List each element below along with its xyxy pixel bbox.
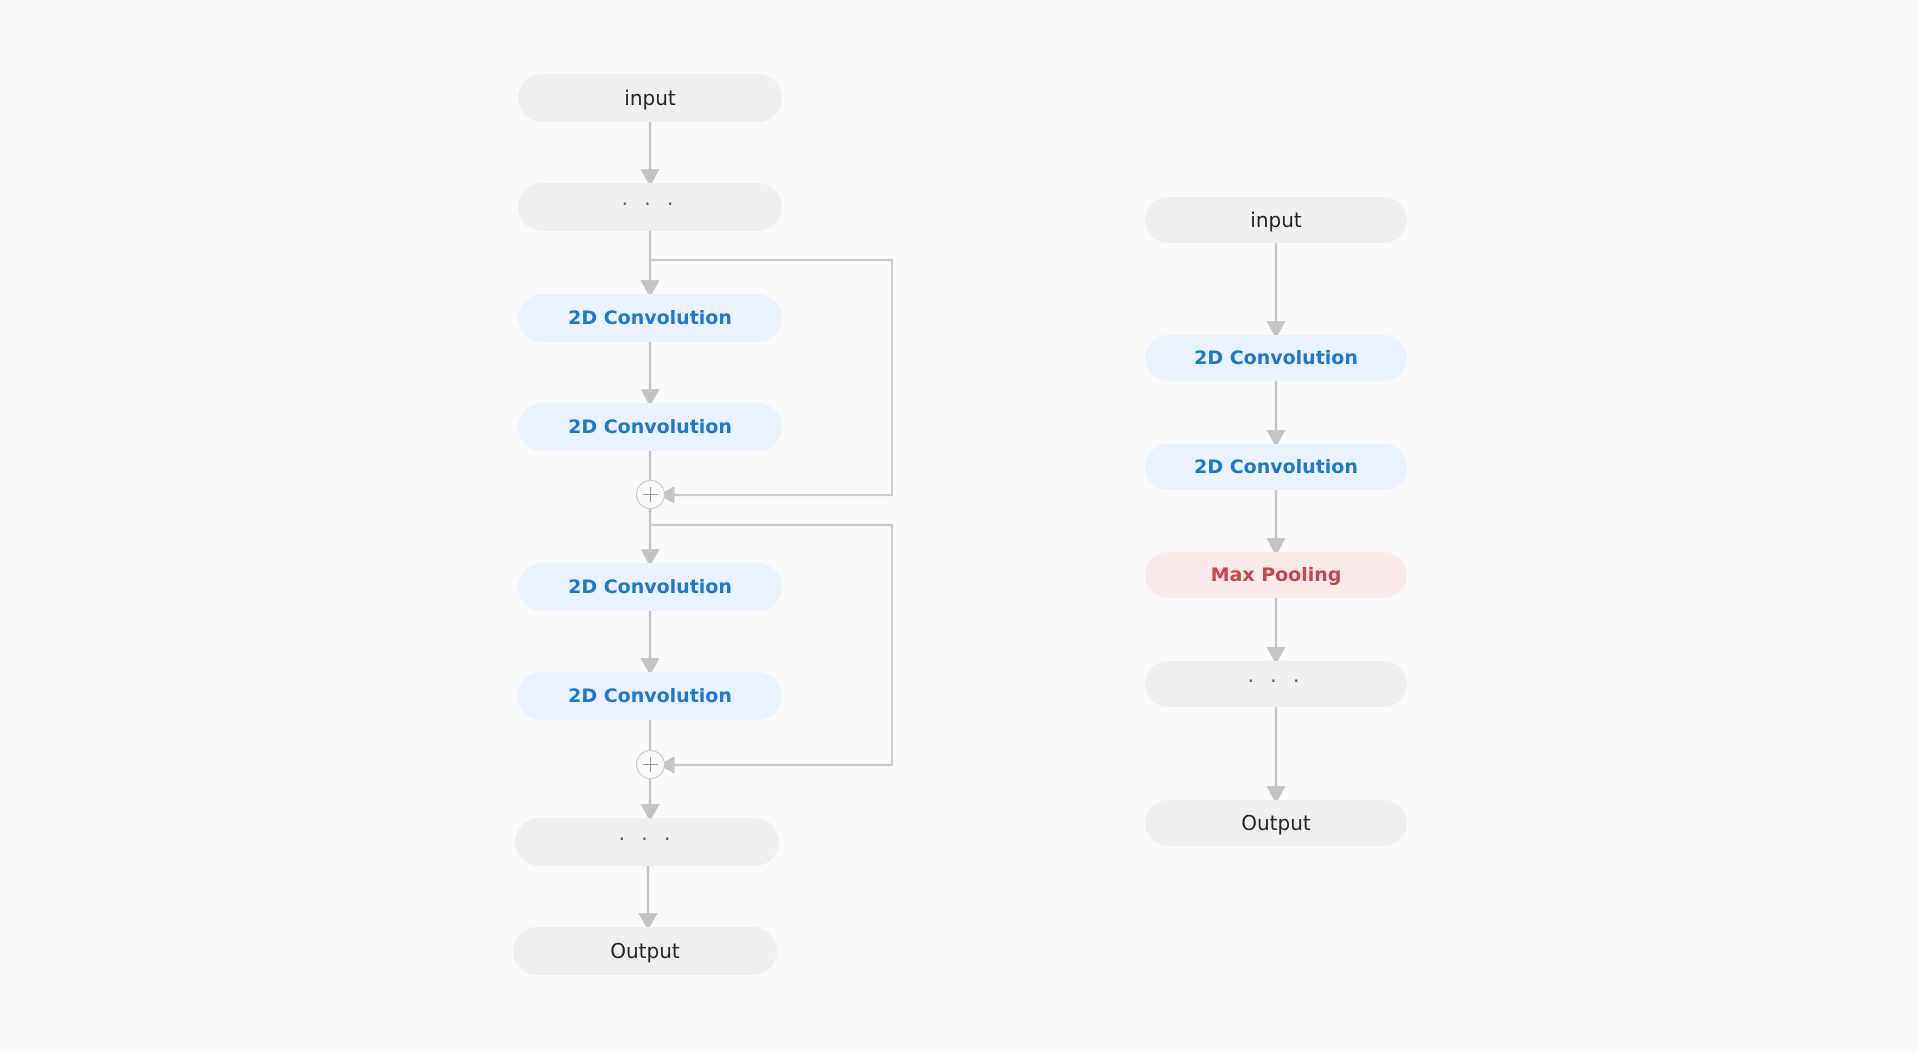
node-output-right[interactable]: Output xyxy=(1145,800,1407,846)
skip-connection-2 xyxy=(650,523,894,774)
node-conv2d-right-2[interactable]: 2D Convolution xyxy=(1145,444,1407,490)
node-label: 2D Convolution xyxy=(568,415,732,438)
node-label: Max Pooling xyxy=(1210,563,1342,586)
node-label: 2D Convolution xyxy=(1194,346,1358,369)
node-label: input xyxy=(1250,208,1302,232)
node-label: Output xyxy=(1241,811,1311,835)
node-add-left-1[interactable] xyxy=(636,480,665,509)
node-input-right[interactable]: input xyxy=(1145,197,1407,243)
node-ellipsis-left-1[interactable]: · · · xyxy=(518,183,782,231)
node-conv2d-left-2[interactable]: 2D Convolution xyxy=(518,403,782,451)
node-conv2d-left-3[interactable]: 2D Convolution xyxy=(518,563,782,611)
node-label: 2D Convolution xyxy=(1194,455,1358,478)
node-input-left[interactable]: input xyxy=(518,74,782,122)
node-ellipsis-left-2[interactable]: · · · xyxy=(515,818,779,866)
node-conv2d-left-4[interactable]: 2D Convolution xyxy=(518,672,782,720)
node-conv2d-left-1[interactable]: 2D Convolution xyxy=(518,294,782,342)
node-output-left[interactable]: Output xyxy=(513,927,777,975)
plus-icon-vertical xyxy=(649,757,652,772)
node-label: · · · xyxy=(618,827,676,851)
node-ellipsis-right[interactable]: · · · xyxy=(1145,661,1407,707)
node-label: input xyxy=(624,86,676,110)
node-add-left-2[interactable] xyxy=(636,750,665,779)
node-max-pooling-right[interactable]: Max Pooling xyxy=(1145,552,1407,598)
plus-icon-vertical xyxy=(649,487,652,502)
node-label: 2D Convolution xyxy=(568,684,732,707)
node-conv2d-right-1[interactable]: 2D Convolution xyxy=(1145,335,1407,381)
node-label: 2D Convolution xyxy=(568,306,732,329)
node-label: Output xyxy=(610,939,680,963)
node-label: 2D Convolution xyxy=(568,575,732,598)
node-label: · · · xyxy=(1247,669,1305,693)
node-label: · · · xyxy=(621,192,679,216)
